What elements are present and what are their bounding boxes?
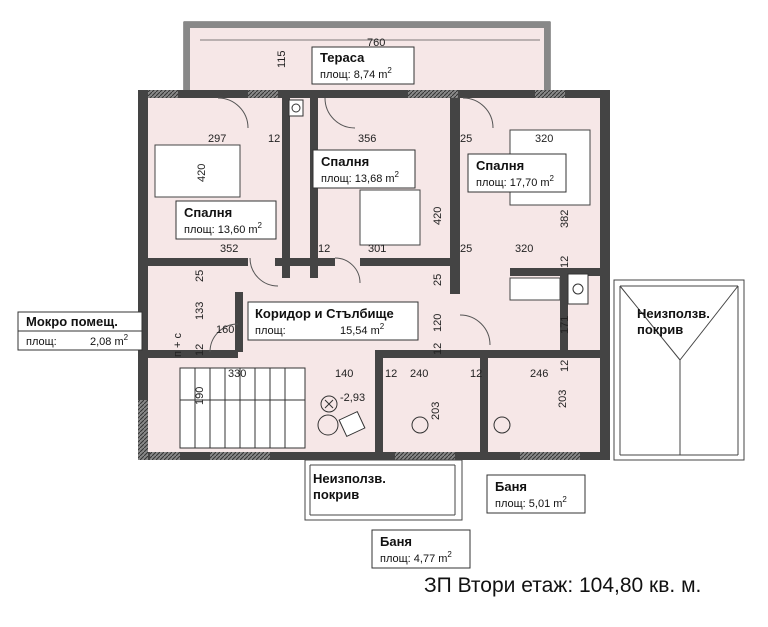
label-wet-room: Мокро помещ. площ: 2,08 m2 — [17, 311, 143, 351]
dim-240: 240 — [410, 368, 428, 380]
bedroom-right-name: Спалня — [476, 158, 524, 173]
dim-320b: 320 — [515, 243, 533, 255]
svg-text:площ: 8,74 m2: площ: 8,74 m2 — [320, 66, 392, 81]
svg-text:площ: 5,01 m2: площ: 5,01 m2 — [495, 495, 567, 510]
dim-25a: 25 — [460, 133, 472, 145]
bath-bottom-name: Баня — [380, 534, 412, 549]
svg-text:площ: 4,77 m2: площ: 4,77 m2 — [380, 550, 452, 565]
corridor-area-value: 15,54 m — [340, 325, 380, 337]
dim-203a: 203 — [430, 402, 442, 420]
unused-roof-bottom-line2: покрив — [313, 487, 359, 502]
label-unused-roof-bottom: Неизползв. покрив — [313, 471, 386, 502]
terrace-name: Тераса — [320, 50, 365, 65]
dim-246: 246 — [530, 368, 548, 380]
label-terrace: Тераса площ: 8,74 m2 — [311, 46, 415, 85]
staircase — [179, 367, 306, 449]
unused-roof-right — [613, 279, 745, 461]
dim-420b: 420 — [432, 207, 444, 225]
label-bedroom-right: Спалня площ: 17,70 m2 — [467, 153, 567, 193]
label-pc: п + с — [172, 333, 184, 357]
label-bedroom-left: Спалня площ: 13,60 m2 — [175, 200, 277, 240]
floor-area-caption: ЗП Втори етаж: 104,80 кв. м. — [424, 574, 702, 597]
dim-12g: 12 — [470, 368, 482, 380]
dim-25b: 25 — [460, 243, 472, 255]
dim-330: 330 — [228, 368, 246, 380]
svg-text:2,08 m2: 2,08 m2 — [90, 333, 129, 348]
level-mark: -2,93 — [340, 392, 365, 404]
dim-382: 382 — [559, 210, 571, 228]
dim-420a: 420 — [196, 164, 208, 182]
wet-room-area-label: площ: — [26, 336, 57, 348]
bedroom-left-area: площ: 13,60 m — [184, 224, 258, 236]
bath-right-name: Баня — [495, 479, 527, 494]
corridor-area-label: площ: — [255, 325, 286, 337]
dim-12f: 12 — [385, 368, 397, 380]
bedroom-left-name: Спалня — [184, 205, 232, 220]
dim-301: 301 — [368, 243, 386, 255]
label-bath-bottom: Баня площ: 4,77 m2 — [371, 529, 471, 569]
bedroom-mid-area: площ: 13,68 m — [321, 173, 395, 185]
outer-walls — [138, 90, 610, 460]
dim-203b: 203 — [557, 390, 569, 408]
label-corridor: Коридор и Стълбище площ: 15,54 m2 — [247, 301, 419, 341]
dim-12e: 12 — [432, 343, 444, 355]
dim-190: 190 — [194, 387, 206, 405]
dim-356: 356 — [358, 133, 376, 145]
dim-12a: 12 — [268, 133, 280, 145]
bedroom-right-area: площ: 17,70 m — [476, 177, 550, 189]
unused-roof-right-line1: Неизползв. — [637, 306, 710, 321]
unused-roof-bottom-line1: Неизползв. — [313, 471, 386, 486]
svg-text:площ: 17,70 m2: площ: 17,70 m2 — [476, 174, 555, 189]
terrace-area: площ: 8,74 m — [320, 69, 387, 81]
dim-115: 115 — [276, 50, 288, 68]
label-bath-right: Баня площ: 5,01 m2 — [486, 474, 586, 514]
dim-12h: 12 — [559, 360, 571, 372]
dim-25d: 25 — [432, 274, 444, 286]
bath-bottom-area: площ: 4,77 m — [380, 553, 447, 565]
label-bedroom-mid: Спалня площ: 13,68 m2 — [312, 149, 416, 189]
unused-roof-right-line2: покрив — [637, 322, 683, 337]
bath-right-area: площ: 5,01 m — [495, 498, 562, 510]
wet-room-name: Мокро помещ. — [26, 314, 118, 329]
dim-133: 133 — [194, 302, 206, 320]
svg-text:15,54 m2: 15,54 m2 — [340, 322, 385, 337]
dimension-labels: 760 115 297 12 356 25 320 420 420 382 35… — [172, 37, 571, 420]
dim-352: 352 — [220, 243, 238, 255]
dim-140: 140 — [335, 368, 353, 380]
dim-120: 120 — [432, 314, 444, 332]
dim-25c: 25 — [194, 270, 206, 282]
wet-room-area-value: 2,08 m — [90, 336, 124, 348]
bedroom-mid-name: Спалня — [321, 154, 369, 169]
label-unused-roof-right: Неизползв. покрив — [637, 306, 710, 337]
dim-760: 760 — [367, 37, 385, 49]
svg-text:площ: 13,60 m2: площ: 13,60 m2 — [184, 221, 263, 236]
dim-160: 160 — [216, 324, 234, 336]
dim-12c: 12 — [559, 256, 571, 268]
dim-320a: 320 — [535, 133, 553, 145]
svg-text:площ: 13,68 m2: площ: 13,68 m2 — [321, 170, 400, 185]
corridor-name: Коридор и Стълбище — [255, 306, 394, 321]
unused-roof-bottom — [304, 459, 463, 521]
doors — [209, 97, 494, 353]
dim-297: 297 — [208, 133, 226, 145]
dim-12b: 12 — [318, 243, 330, 255]
dim-12d: 12 — [194, 344, 206, 356]
inner-walls — [148, 98, 600, 452]
dim-171: 171 — [559, 316, 571, 334]
